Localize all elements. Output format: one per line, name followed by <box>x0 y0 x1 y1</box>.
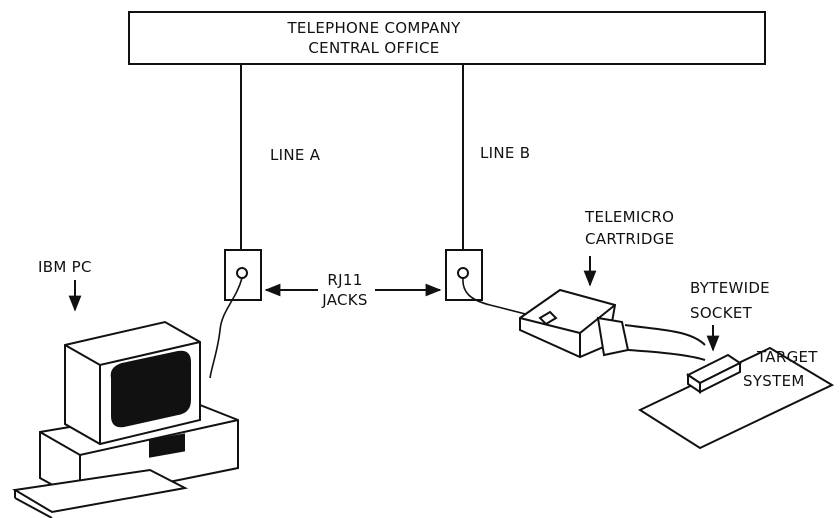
target-label-line1: TARGET <box>756 348 818 366</box>
line-b-label: LINE B <box>480 144 530 162</box>
rj11-label-line1: RJ11 <box>327 271 362 289</box>
telemicro-label-line1: TELEMICRO <box>584 208 674 226</box>
central-office-line1: TELEPHONE COMPANY <box>286 19 461 37</box>
rj11-jack-a <box>225 250 261 300</box>
target-label-line2: SYSTEM <box>743 372 805 390</box>
telemicro-cartridge <box>520 290 628 357</box>
ribbon-cable <box>625 325 705 345</box>
telemicro-label-line2: CARTRIDGE <box>585 230 674 248</box>
bytewide-label-line2: SOCKET <box>690 304 753 322</box>
bytewide-label-line1: BYTEWIDE <box>690 279 770 297</box>
ibm-pc-label: IBM PC <box>38 258 92 276</box>
line-a-label: LINE A <box>270 146 321 164</box>
rj11-label-line2: JACKS <box>321 291 368 309</box>
rj11-jack-b <box>446 250 482 300</box>
ibm-pc-computer <box>15 322 238 518</box>
central-office-box: TELEPHONE COMPANY CENTRAL OFFICE <box>129 12 765 64</box>
central-office-line2: CENTRAL OFFICE <box>308 39 439 57</box>
